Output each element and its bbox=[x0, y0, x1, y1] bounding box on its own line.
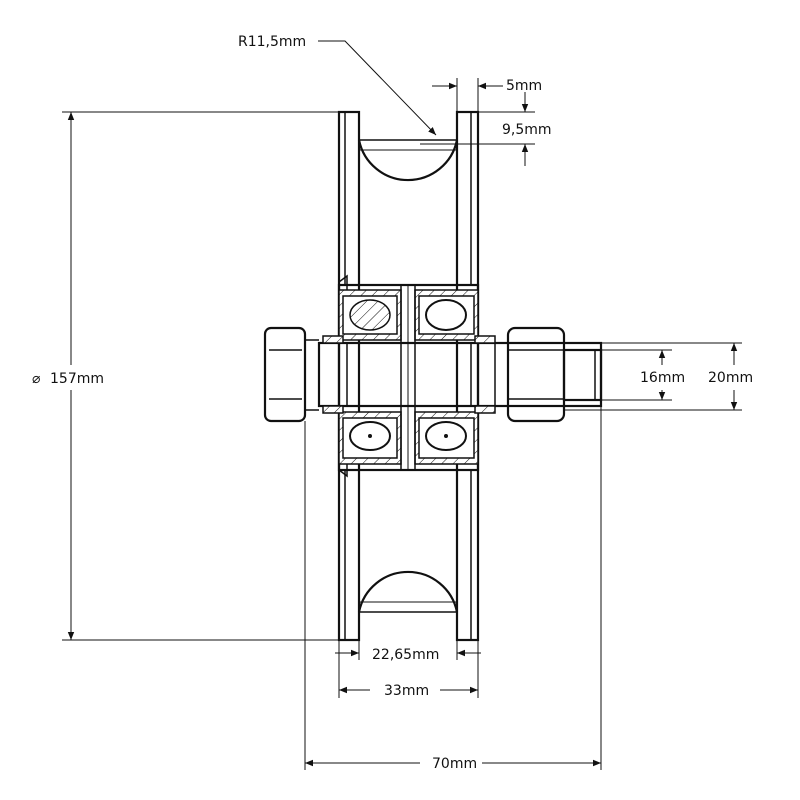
left-flange bbox=[337, 110, 361, 642]
diameter-symbol: ⌀ bbox=[32, 371, 41, 387]
axle-shaft bbox=[317, 341, 603, 408]
total-length-label: 70mm bbox=[432, 756, 477, 772]
groove-depth-label: 9,5mm bbox=[502, 122, 552, 138]
hub-assembly bbox=[337, 274, 480, 478]
outer-diameter-label: 157mm bbox=[50, 371, 104, 387]
bolt-head bbox=[263, 326, 319, 423]
wheel-body bbox=[337, 110, 480, 642]
bearing-top-right bbox=[414, 289, 479, 341]
bottom-groove bbox=[357, 570, 459, 613]
bearing-top-left bbox=[338, 289, 402, 341]
dimension-lines bbox=[62, 40, 742, 770]
bearing-bottom-right bbox=[414, 411, 479, 465]
radius-label: R11,5mm bbox=[238, 34, 306, 50]
bearing-bottom-left bbox=[338, 411, 402, 465]
flange-width-label: 5mm bbox=[506, 78, 542, 94]
top-groove bbox=[357, 139, 459, 182]
wheel-width-label: 33mm bbox=[384, 683, 429, 699]
shaft-diameter-label: 16mm bbox=[640, 370, 685, 386]
groove-width-label: 22,65mm bbox=[372, 647, 439, 663]
right-flange bbox=[455, 110, 480, 642]
axle-assembly bbox=[263, 326, 603, 423]
nut-width-label: 20mm bbox=[708, 370, 753, 386]
